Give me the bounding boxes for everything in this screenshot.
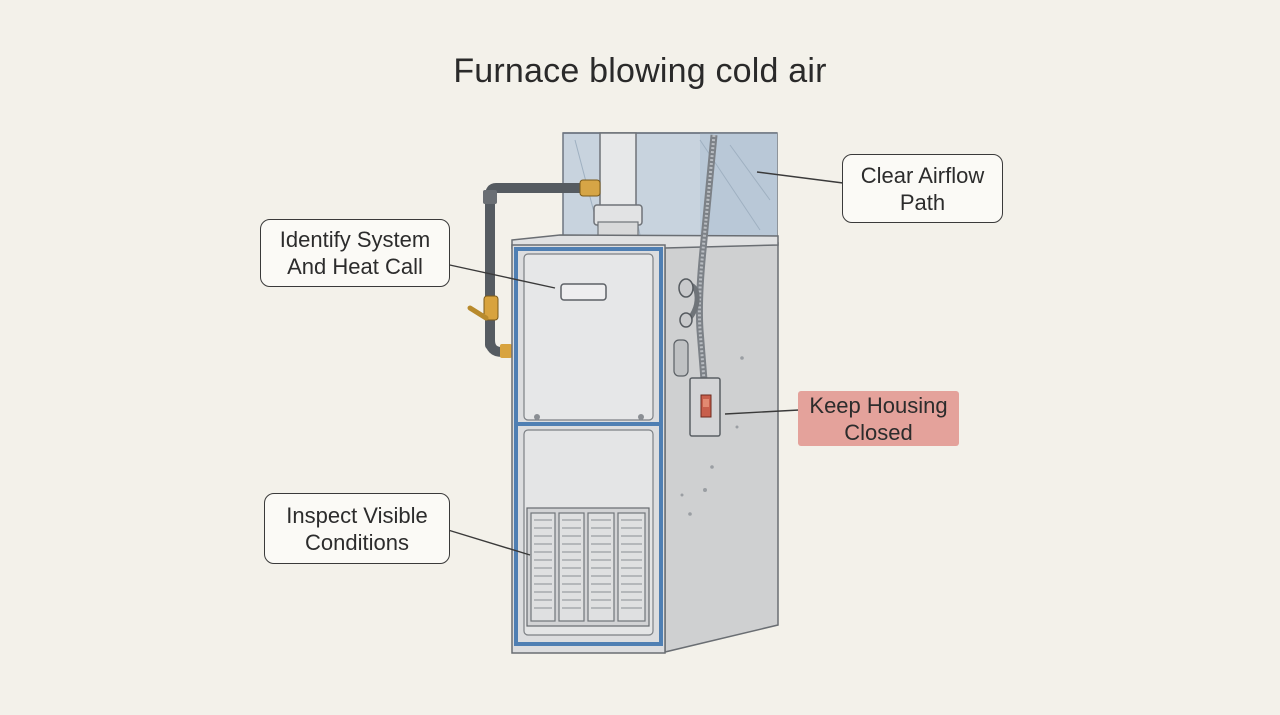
callout-inspect-visible: Inspect Visible Conditions bbox=[264, 493, 450, 564]
electrical-conduit bbox=[678, 134, 718, 381]
callout-identify-system: Identify System And Heat Call bbox=[260, 219, 450, 287]
callout-clear-airflow: Clear Airflow Path bbox=[842, 154, 1003, 223]
callout-airflow-line2: Path bbox=[899, 189, 946, 215]
cabinet-side bbox=[664, 242, 779, 653]
callout-housing-line2: Closed bbox=[844, 419, 913, 445]
leader-airflow bbox=[756, 171, 844, 184]
callout-inspect-line1: Inspect Visible bbox=[286, 502, 428, 528]
diagram-title: Furnace blowing cold air bbox=[453, 52, 827, 90]
gas-line bbox=[467, 179, 601, 358]
leader-identify bbox=[435, 261, 556, 289]
blower-panel bbox=[523, 429, 654, 636]
callout-housing-line1: Keep Housing bbox=[809, 392, 948, 418]
upper-access-panel bbox=[523, 253, 654, 421]
leader-housing bbox=[724, 409, 800, 415]
callout-inspect-line2: Conditions bbox=[305, 529, 409, 555]
callout-identify-line1: Identify System bbox=[279, 227, 431, 252]
service-switch bbox=[689, 377, 721, 437]
leader-inspect bbox=[447, 529, 531, 556]
callout-keep-housing-closed: Keep Housing Closed bbox=[798, 391, 959, 446]
flue-pipe bbox=[593, 132, 643, 237]
callout-identify-line2: And Heat Call bbox=[287, 254, 423, 279]
side-port bbox=[673, 339, 689, 377]
callout-airflow-line1: Clear Airflow bbox=[860, 162, 985, 188]
